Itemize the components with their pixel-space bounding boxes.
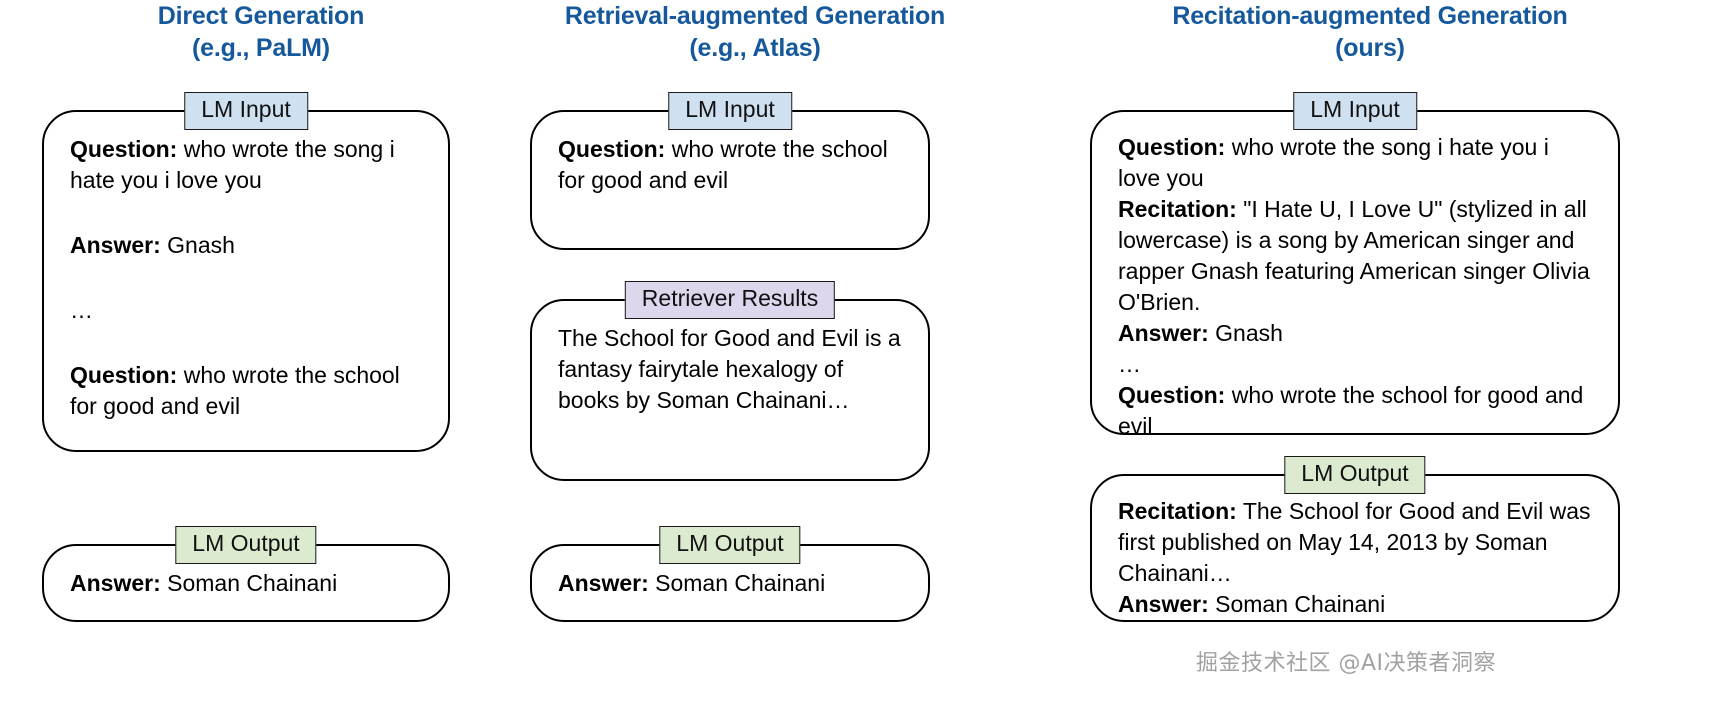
column-title-line2: (e.g., Atlas) (689, 34, 821, 62)
column-title-line2: (e.g., PaLM) (192, 34, 330, 62)
line-text: Soman Chainani (160, 570, 338, 596)
line-label: Answer: (70, 232, 161, 259)
chip-lm-output: LM Output (659, 526, 801, 564)
column-direct-generation: Direct Generation (e.g., PaLM) LM Input … (36, 0, 486, 622)
column-title-line1: Direct Generation (157, 2, 365, 30)
column-title-direct-generation: Direct Generation (e.g., PaLM) (36, 0, 486, 64)
line-text: Gnash (1208, 320, 1283, 347)
column-title-line1: Retrieval-augmented Generation (564, 2, 946, 30)
column-title-recitation-augmented: Recitation-augmented Generation (ours) (1090, 0, 1650, 64)
group-lm-input-direct: LM Input Question: who wrote the song i … (42, 92, 450, 452)
line-text: The School for Good and Evil was first p… (1118, 498, 1591, 587)
group-body-lm-input-recitation: Question: who wrote the song i hate you … (1092, 112, 1618, 460)
line-text: Soman Chainani (648, 570, 826, 596)
line-text: who wrote the school for good and evil (558, 136, 888, 194)
text-line: Answer: Soman Chainani (70, 568, 422, 599)
line-label: Question: (70, 136, 178, 162)
column-retrieval-augmented-generation: Retrieval-augmented Generation (e.g., At… (530, 0, 980, 622)
spacer (70, 196, 422, 230)
line-label: Answer: (70, 570, 161, 596)
group-lm-input-recitation: LM Input Question: who wrote the song i … (1090, 92, 1620, 439)
group-lm-output-retrieval: LM Output Answer: Soman Chainani (530, 526, 930, 622)
group-body-retriever-results: The School for Good and Evil is a fantas… (532, 301, 928, 434)
line-text: who wrote the song i hate you i love you (1118, 134, 1549, 192)
chip-lm-input: LM Input (668, 92, 792, 130)
watermark: 掘金技术社区 @AI决策者洞察 (1196, 651, 1497, 676)
text-line: The School for Good and Evil is a fantas… (558, 325, 901, 414)
group-body-lm-input-retrieval: Question: who wrote the school for good … (532, 112, 928, 214)
column-title-line2: (ours) (1335, 34, 1405, 62)
column-recitation-augmented-generation: Recitation-augmented Generation (ours) L… (1090, 0, 1650, 622)
group-body-lm-output-recitation: Recitation: The School for Good and Evil… (1092, 476, 1618, 638)
line-label: Answer: (1118, 591, 1209, 618)
chip-retriever-results: Retriever Results (624, 281, 836, 319)
line-label: Recitation: (1118, 498, 1237, 524)
text-line: Question: who wrote the song i hate you … (1118, 132, 1592, 194)
group-lm-output-direct: LM Output Answer: Soman Chainani (42, 526, 450, 622)
spacer (70, 326, 422, 360)
text-line: Question: who wrote the school for good … (70, 360, 422, 422)
group-retriever-results: Retriever Results The School for Good an… (530, 281, 930, 481)
line-text: who wrote the school for good and evil (1118, 382, 1584, 440)
line-label: Answer: (558, 570, 649, 596)
line-text: Gnash (160, 232, 235, 259)
text-line: Question: who wrote the school for good … (558, 134, 902, 196)
chip-lm-output: LM Output (175, 526, 317, 564)
group-body-lm-output-retrieval: Answer: Soman Chainani (532, 546, 928, 617)
line-text: "I Hate U, I Love U" (stylized in all lo… (1118, 196, 1590, 316)
group-body-lm-input-direct: Question: who wrote the song i hate you … (44, 112, 448, 440)
text-line: Answer: Gnash (1118, 318, 1592, 349)
line-text: who wrote the song i hate you i love you (70, 136, 395, 194)
text-line: Answer: Gnash (70, 230, 422, 261)
line-label: Answer: (1118, 320, 1209, 347)
line-label: Question: (1118, 382, 1226, 409)
text-line: Answer: Soman Chainani (558, 568, 902, 599)
text-line: Answer: Soman Chainani (1118, 589, 1592, 620)
group-body-lm-output-direct: Answer: Soman Chainani (44, 546, 448, 617)
text-line: Question: who wrote the school for good … (1118, 380, 1592, 442)
group-lm-output-recitation: LM Output Recitation: The School for Goo… (1090, 456, 1620, 622)
line-text: who wrote the school for good and evil (70, 362, 400, 420)
text-line: Recitation: The School for Good and Evil… (1118, 496, 1592, 589)
chip-lm-input: LM Input (184, 92, 308, 130)
line-label: Question: (70, 362, 178, 389)
line-label: Recitation: (1118, 196, 1237, 223)
text-ellipsis: … (1118, 351, 1141, 378)
spacer (70, 261, 422, 295)
text-line: Question: who wrote the song i hate you … (70, 134, 422, 196)
chip-lm-output: LM Output (1284, 456, 1426, 494)
text-ellipsis: … (70, 297, 93, 324)
line-label: Question: (558, 136, 666, 162)
column-title-retrieval-augmented: Retrieval-augmented Generation (e.g., At… (530, 0, 980, 64)
group-lm-input-retrieval: LM Input Question: who wrote the school … (530, 92, 930, 250)
column-title-line1: Recitation-augmented Generation (1172, 2, 1568, 30)
line-text: Soman Chainani (1208, 591, 1386, 618)
text-line: Recitation: "I Hate U, I Love U" (styliz… (1118, 194, 1592, 318)
chip-lm-input: LM Input (1293, 92, 1417, 130)
line-label: Question: (1118, 134, 1226, 160)
